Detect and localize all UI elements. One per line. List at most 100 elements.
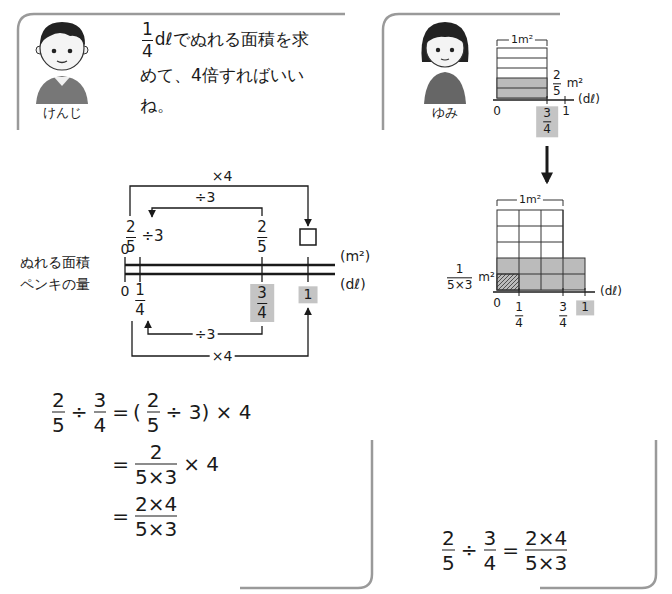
fraction-numerator: 2 <box>126 218 136 236</box>
quantity-label-group: 25 <box>255 219 269 255</box>
speech-text-group: 1 4dℓでぬれる面積を求めて、4倍すればいいね。 <box>140 20 310 120</box>
numerator-slot: 2 <box>257 219 267 236</box>
fraction-denominator: 5×3 <box>525 551 567 575</box>
fraction-denominator: 4 <box>484 551 497 575</box>
fraction-numerator: 1 <box>142 19 153 39</box>
fraction-numerator: 2 <box>442 526 455 550</box>
numerator-slot: 3 <box>543 107 551 120</box>
fraction: 25 <box>52 389 65 436</box>
numerator-slot: 2 <box>147 389 160 411</box>
math-cell: × 4 <box>183 453 219 476</box>
down-arrow <box>546 146 549 182</box>
denominator-slot: 4 <box>515 318 523 331</box>
math-symbol: = <box>112 400 129 424</box>
numerator-slot: 2×4 <box>525 527 567 549</box>
highlight-text: 1 <box>304 287 313 302</box>
highlight-text: 4 <box>257 304 267 322</box>
area-model <box>493 40 574 104</box>
numerator-slot: 2 <box>553 69 561 82</box>
math-symbol: ÷3 <box>142 227 164 245</box>
numerator-slot: 2 <box>442 527 455 549</box>
zero-label: 0 <box>493 296 501 310</box>
equation-group: = 2×4 5×3 <box>112 493 179 540</box>
fraction-bar <box>543 122 551 123</box>
fraction-numerator: 2×4 <box>525 526 567 550</box>
operation-label: ×4 <box>212 168 233 184</box>
math-cell: = <box>502 539 519 562</box>
quantity-label-group: 25÷3 <box>124 219 164 255</box>
fraction-bar <box>257 237 267 238</box>
area-label: 1m² <box>519 193 541 206</box>
fraction: 25 <box>553 69 561 98</box>
double-number-line <box>125 257 335 282</box>
highlight-text: 1 <box>581 301 589 314</box>
math-cell: m² <box>478 271 495 285</box>
math-symbol: = <box>502 538 519 562</box>
fraction-denominator: 5×3 <box>447 279 472 293</box>
denominator-slot: 4 <box>559 318 567 331</box>
operation-label: ÷3 <box>195 189 216 205</box>
math-cell: ÷ <box>461 539 478 562</box>
math-cell: = <box>112 505 129 528</box>
fraction-bar <box>553 84 561 85</box>
highlight-text: 4 <box>543 123 551 137</box>
highlight-box: 34 <box>536 106 558 137</box>
area-label: 1m² <box>511 33 533 46</box>
fraction-denominator: 5 <box>147 413 160 437</box>
equation-group: 25 ÷ 34= 2×45×3 <box>440 527 569 574</box>
fraction-denominator: 5 <box>553 85 561 99</box>
math-cell: ( <box>133 401 141 424</box>
zero-label-group: 0 <box>121 283 130 299</box>
area-label-group: 1m² <box>509 34 535 47</box>
numerator-slot: 3 <box>559 301 567 314</box>
fraction-bar <box>447 278 472 279</box>
fraction: 14 <box>135 282 145 318</box>
denominator-slot: 5 <box>553 86 561 99</box>
fraction-denominator: 4 <box>515 317 523 331</box>
fraction-bar <box>525 550 567 551</box>
fraction-bar <box>257 303 267 304</box>
fraction-numerator: 1 <box>515 300 523 314</box>
math-cell: ÷ <box>71 401 88 424</box>
fraction-bar <box>484 550 497 551</box>
fraction: 34 <box>94 389 107 436</box>
axis-name: ペンキの量 <box>20 276 90 292</box>
unit-label-group: (dℓ) <box>600 285 622 299</box>
highlight-box: 1 <box>576 300 594 315</box>
fraction-numerator: 2×4 <box>135 492 177 516</box>
numerator-slot: 3 <box>484 527 497 549</box>
fraction-denominator: 5×3 <box>135 465 177 489</box>
denominator-slot: 4 <box>94 414 107 436</box>
numerator-slot: 2×4 <box>135 493 177 515</box>
denominator-slot: 4 <box>135 302 145 319</box>
numerator-slot: 1 <box>135 282 145 299</box>
numerator-slot: 3 <box>257 285 267 302</box>
operation-label-group: ÷3 <box>195 189 216 205</box>
math-symbol: ÷ <box>71 400 88 424</box>
fraction-denominator: 4 <box>135 301 145 319</box>
operation-label: ÷3 <box>195 326 216 342</box>
tick-label-group: 1 <box>562 105 570 119</box>
fraction-denominator: 4 <box>142 41 153 61</box>
fraction: 25 <box>442 527 455 574</box>
fraction: 34 <box>484 527 497 574</box>
unit-label: (dℓ) <box>600 284 622 298</box>
numerator-slot: 2 <box>126 219 136 236</box>
equation-group: 25÷34=(25÷ 3) × 4 <box>50 389 251 436</box>
fraction-bar <box>559 316 567 317</box>
denominator-slot: 5×3 <box>135 518 177 540</box>
operation-arrow <box>152 208 262 217</box>
area-label-group: 1m² <box>517 194 543 207</box>
math-symbol: ÷ 3) × 4 <box>166 400 252 424</box>
math-cell: ÷3 <box>142 228 164 245</box>
numerator-slot: 3 <box>94 389 107 411</box>
speech-body-slot: dℓでぬれる面積を求めて、4倍すればいいね。 <box>140 29 309 115</box>
fraction-denominator: 5 <box>52 413 65 437</box>
unit-label: (dℓ) <box>340 276 366 292</box>
zero-label: 0 <box>493 104 501 118</box>
denominator-slot: 5 <box>257 239 267 256</box>
numerator-slot: 1 <box>142 20 153 39</box>
tick-label-group: 14 <box>513 301 525 330</box>
girl-figure <box>421 22 468 104</box>
